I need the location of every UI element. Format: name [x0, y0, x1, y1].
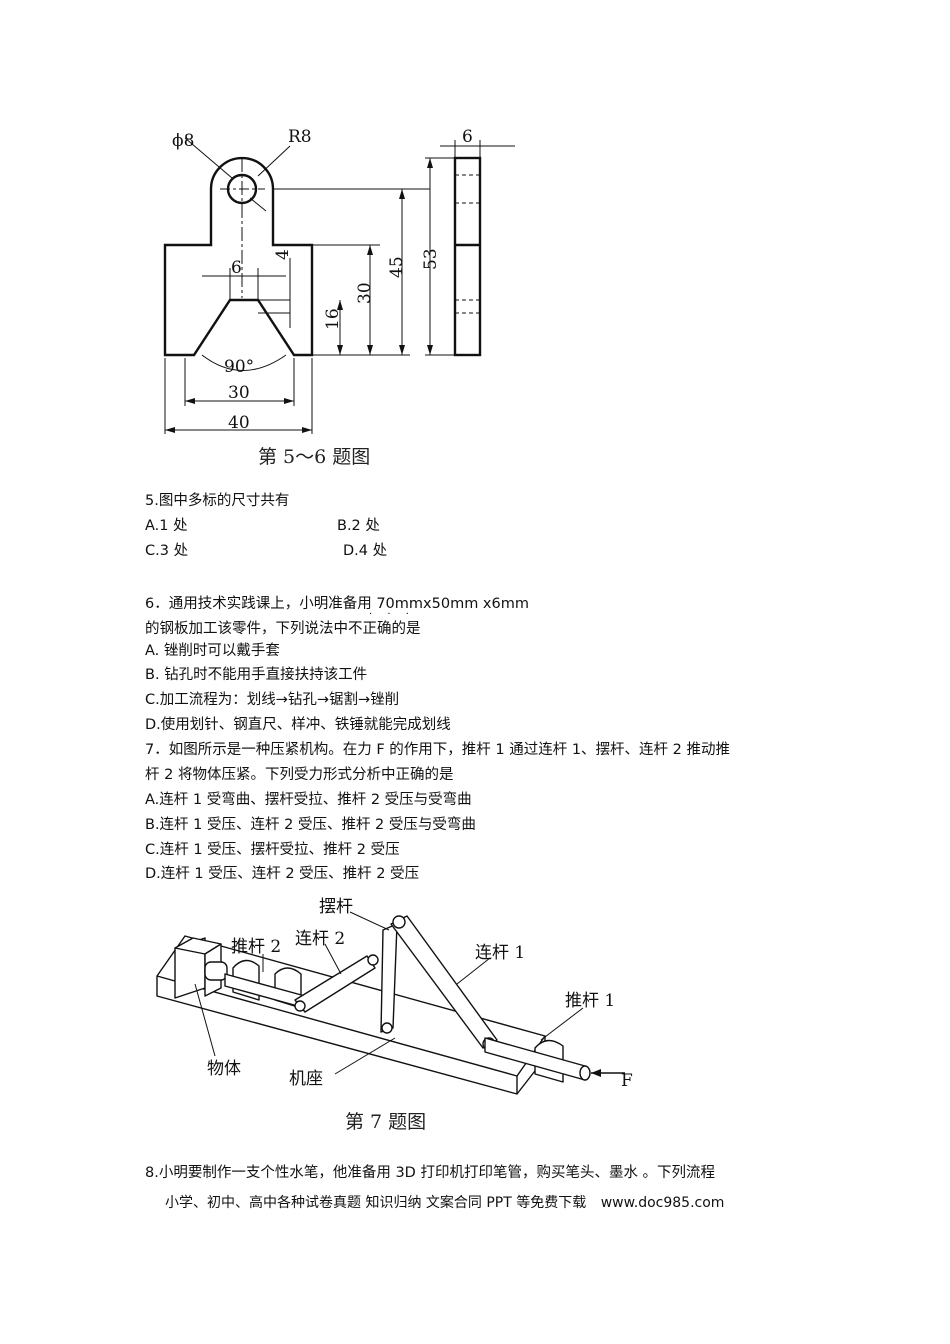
- dim-6-top: 6: [462, 127, 473, 147]
- q7-option-b[interactable]: B.连杆 1 受压、连杆 2 受压、推杆 2 受压与受弯曲: [145, 817, 476, 833]
- page-footer: 小学、初中、高中各种试卷真题 知识归纳 文案合同 PPT 等免费下载 www.d…: [165, 1192, 734, 1212]
- dim-16: 16: [323, 308, 343, 330]
- label-push-rod-1: 推杆 1: [565, 991, 615, 1011]
- emphasis-dots: · · ·: [369, 609, 415, 620]
- q6-stem-line1: 6．通用技术实践课上，小明准备用 70mmx50mm x6mm: [145, 596, 529, 612]
- label-object: 物体: [207, 1059, 241, 1079]
- q6-option-a[interactable]: A. 锉削时可以戴手套: [145, 643, 280, 659]
- q5-option-b[interactable]: B.2 处: [337, 518, 380, 534]
- dim-4: 4: [273, 249, 293, 260]
- footer-url[interactable]: www.doc985.com: [600, 1195, 725, 1211]
- dim-30-vertical: 30: [355, 282, 375, 304]
- q5-option-d[interactable]: D.4 处: [343, 543, 388, 559]
- dim-r8: R8: [288, 127, 312, 147]
- clamp-mechanism-figure: 摆杆 推杆 2 连杆 2 连杆 1 推杆 1 物体 机座 F 第 7 题图: [156, 897, 633, 1133]
- q6-option-d[interactable]: D.使用划针、钢直尺、样冲、铁锤就能完成划线: [145, 717, 451, 733]
- q7-option-d[interactable]: D.连杆 1 受压、连杆 2 受压、推杆 2 受压: [145, 866, 420, 882]
- q6-stem-line2: 的钢板加工该零件，下列说法中不正确的是: [145, 621, 421, 637]
- label-force: F: [621, 1071, 633, 1091]
- dim-53: 53: [421, 248, 441, 270]
- q6-option-c[interactable]: C.加工流程为：划线→钻孔→锯割→锉削: [145, 692, 400, 708]
- dim-90-angle: 90°: [224, 357, 254, 377]
- footer-text: 小学、初中、高中各种试卷真题 知识归纳 文案合同 PPT 等免费下载: [165, 1195, 587, 1211]
- label-push-rod-2: 推杆 2: [231, 937, 281, 957]
- dim-45: 45: [387, 256, 407, 278]
- q5-option-a[interactable]: A.1 处: [145, 518, 188, 534]
- q5-stem: 5.图中多标的尺寸共有: [145, 493, 290, 509]
- dim-6-slot: 6: [231, 258, 242, 278]
- dim-phi8: ϕ8: [172, 131, 194, 151]
- part-outline: [163, 156, 314, 357]
- side-view-rect: [453, 156, 482, 357]
- label-base: 机座: [289, 1069, 323, 1089]
- q8-stem-line1: 8.小明要制作一支个性水笔，他准备用 3D 打印机打印笔管，购买笔头、墨水 。下…: [145, 1165, 716, 1181]
- figure1-caption: 第 5～6 题图: [258, 446, 370, 468]
- part-drawing-figure: ϕ8 R8 6 6 4 53 45 30 16 90° 30 40 第 5～6 …: [163, 127, 515, 468]
- q7-option-a[interactable]: A.连杆 1 受弯曲、摆杆受拉、推杆 2 受压与受弯曲: [145, 792, 472, 808]
- q5-option-c[interactable]: C.3 处: [145, 543, 189, 559]
- label-link-2: 连杆 2: [295, 929, 345, 949]
- q7-option-c[interactable]: C.连杆 1 受压、摆杆受拉、推杆 2 受压: [145, 842, 400, 858]
- label-link-1: 连杆 1: [475, 943, 525, 963]
- label-swing-arm: 摆杆: [319, 897, 353, 917]
- figure2-caption: 第 7 题图: [345, 1111, 426, 1133]
- dim-40: 40: [228, 413, 250, 433]
- q7-stem-line2: 杆 2 将物体压紧。下列受力形式分析中正确的是: [145, 767, 454, 783]
- q7-stem-line1: 7．如图所示是一种压紧机构。在力 F 的作用下，推杆 1 通过连杆 1、摆杆、连…: [145, 742, 731, 758]
- q6-option-b[interactable]: B. 钻孔时不能用手直接扶持该工件: [145, 667, 368, 683]
- dim-30-horizontal: 30: [228, 383, 250, 403]
